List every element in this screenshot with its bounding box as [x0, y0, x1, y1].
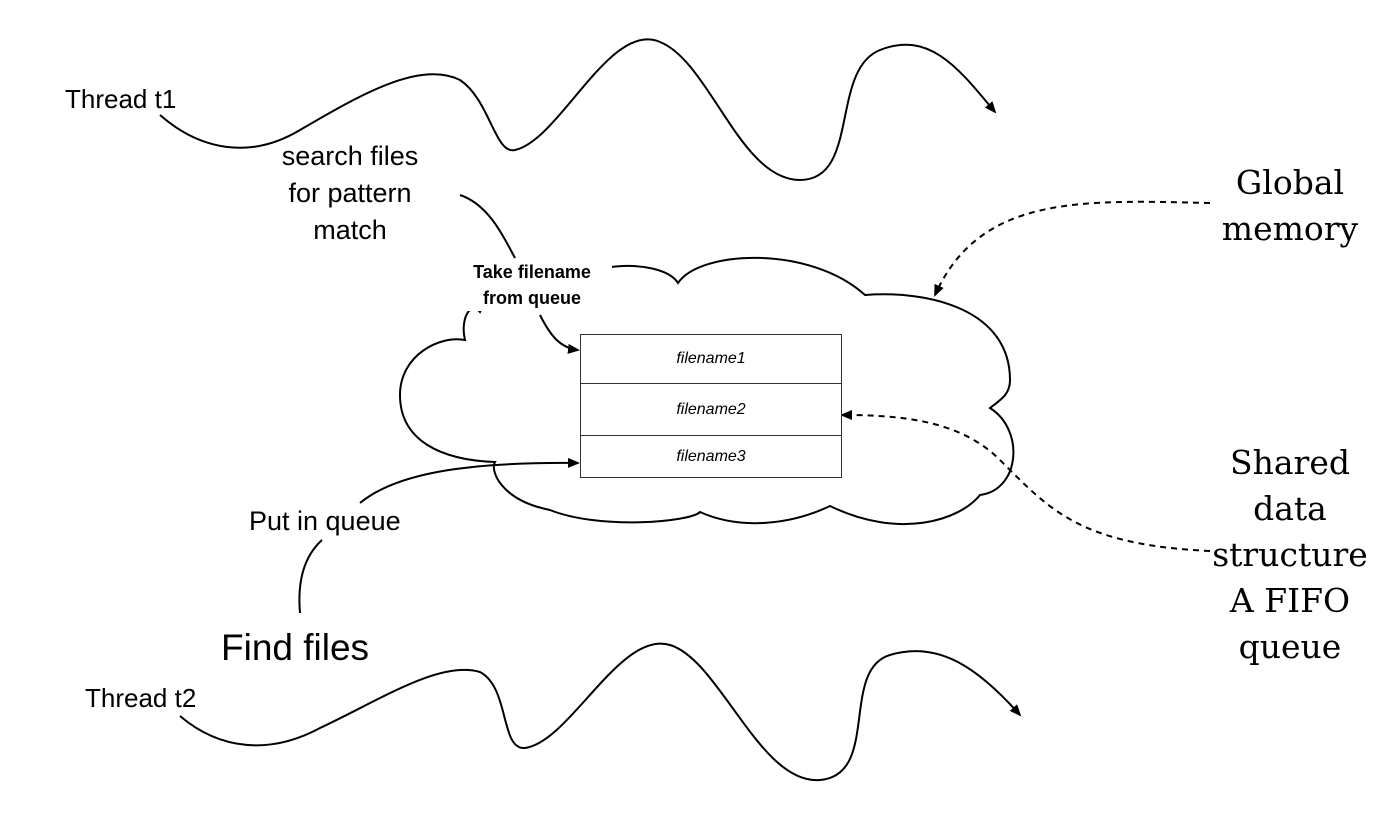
shared-data-line-1: Shared	[1230, 443, 1350, 482]
take-filename-line-2: from queue	[482, 288, 581, 308]
search-files-label: search files for pattern match	[262, 138, 438, 249]
queue-item-1: filename1	[581, 335, 841, 384]
take-filename-label: Take filename from queue	[452, 259, 612, 311]
search-files-line-1: search files	[281, 141, 419, 171]
shared-data-label: Shared data structure A FIFO queue	[1210, 440, 1370, 670]
take-filename-line-1: Take filename	[473, 262, 591, 282]
global-memory-line-2: memory	[1221, 209, 1359, 248]
shared-data-line-3: structure	[1212, 535, 1368, 574]
thread-t1-path	[159, 38, 997, 182]
shared-data-line-2: data	[1253, 489, 1327, 528]
put-in-queue-label: Put in queue	[249, 506, 401, 537]
thread-t2-path	[179, 642, 1022, 782]
shared-data-line-5: queue	[1238, 627, 1342, 666]
fifo-queue: filename1 filename2 filename3	[580, 334, 842, 478]
search-files-line-3: match	[313, 215, 387, 245]
shared-data-pointer	[840, 410, 1211, 552]
search-files-line-2: for pattern	[288, 178, 412, 208]
thread-t1-label: Thread t1	[65, 84, 177, 114]
global-memory-pointer	[934, 200, 1211, 297]
queue-item-3: filename3	[676, 447, 746, 465]
find-files-connector	[298, 539, 323, 614]
take-filename-arrow	[459, 194, 578, 350]
thread-t2-label: Thread t2	[85, 683, 197, 713]
shared-data-line-4: A FIFO	[1229, 581, 1351, 620]
global-memory-line-1: Global	[1235, 163, 1345, 202]
queue-item-2: filename2	[581, 384, 841, 436]
put-in-queue-arrow	[359, 457, 580, 504]
find-files-label: Find files	[221, 627, 370, 668]
global-memory-label: Global memory	[1215, 160, 1365, 252]
